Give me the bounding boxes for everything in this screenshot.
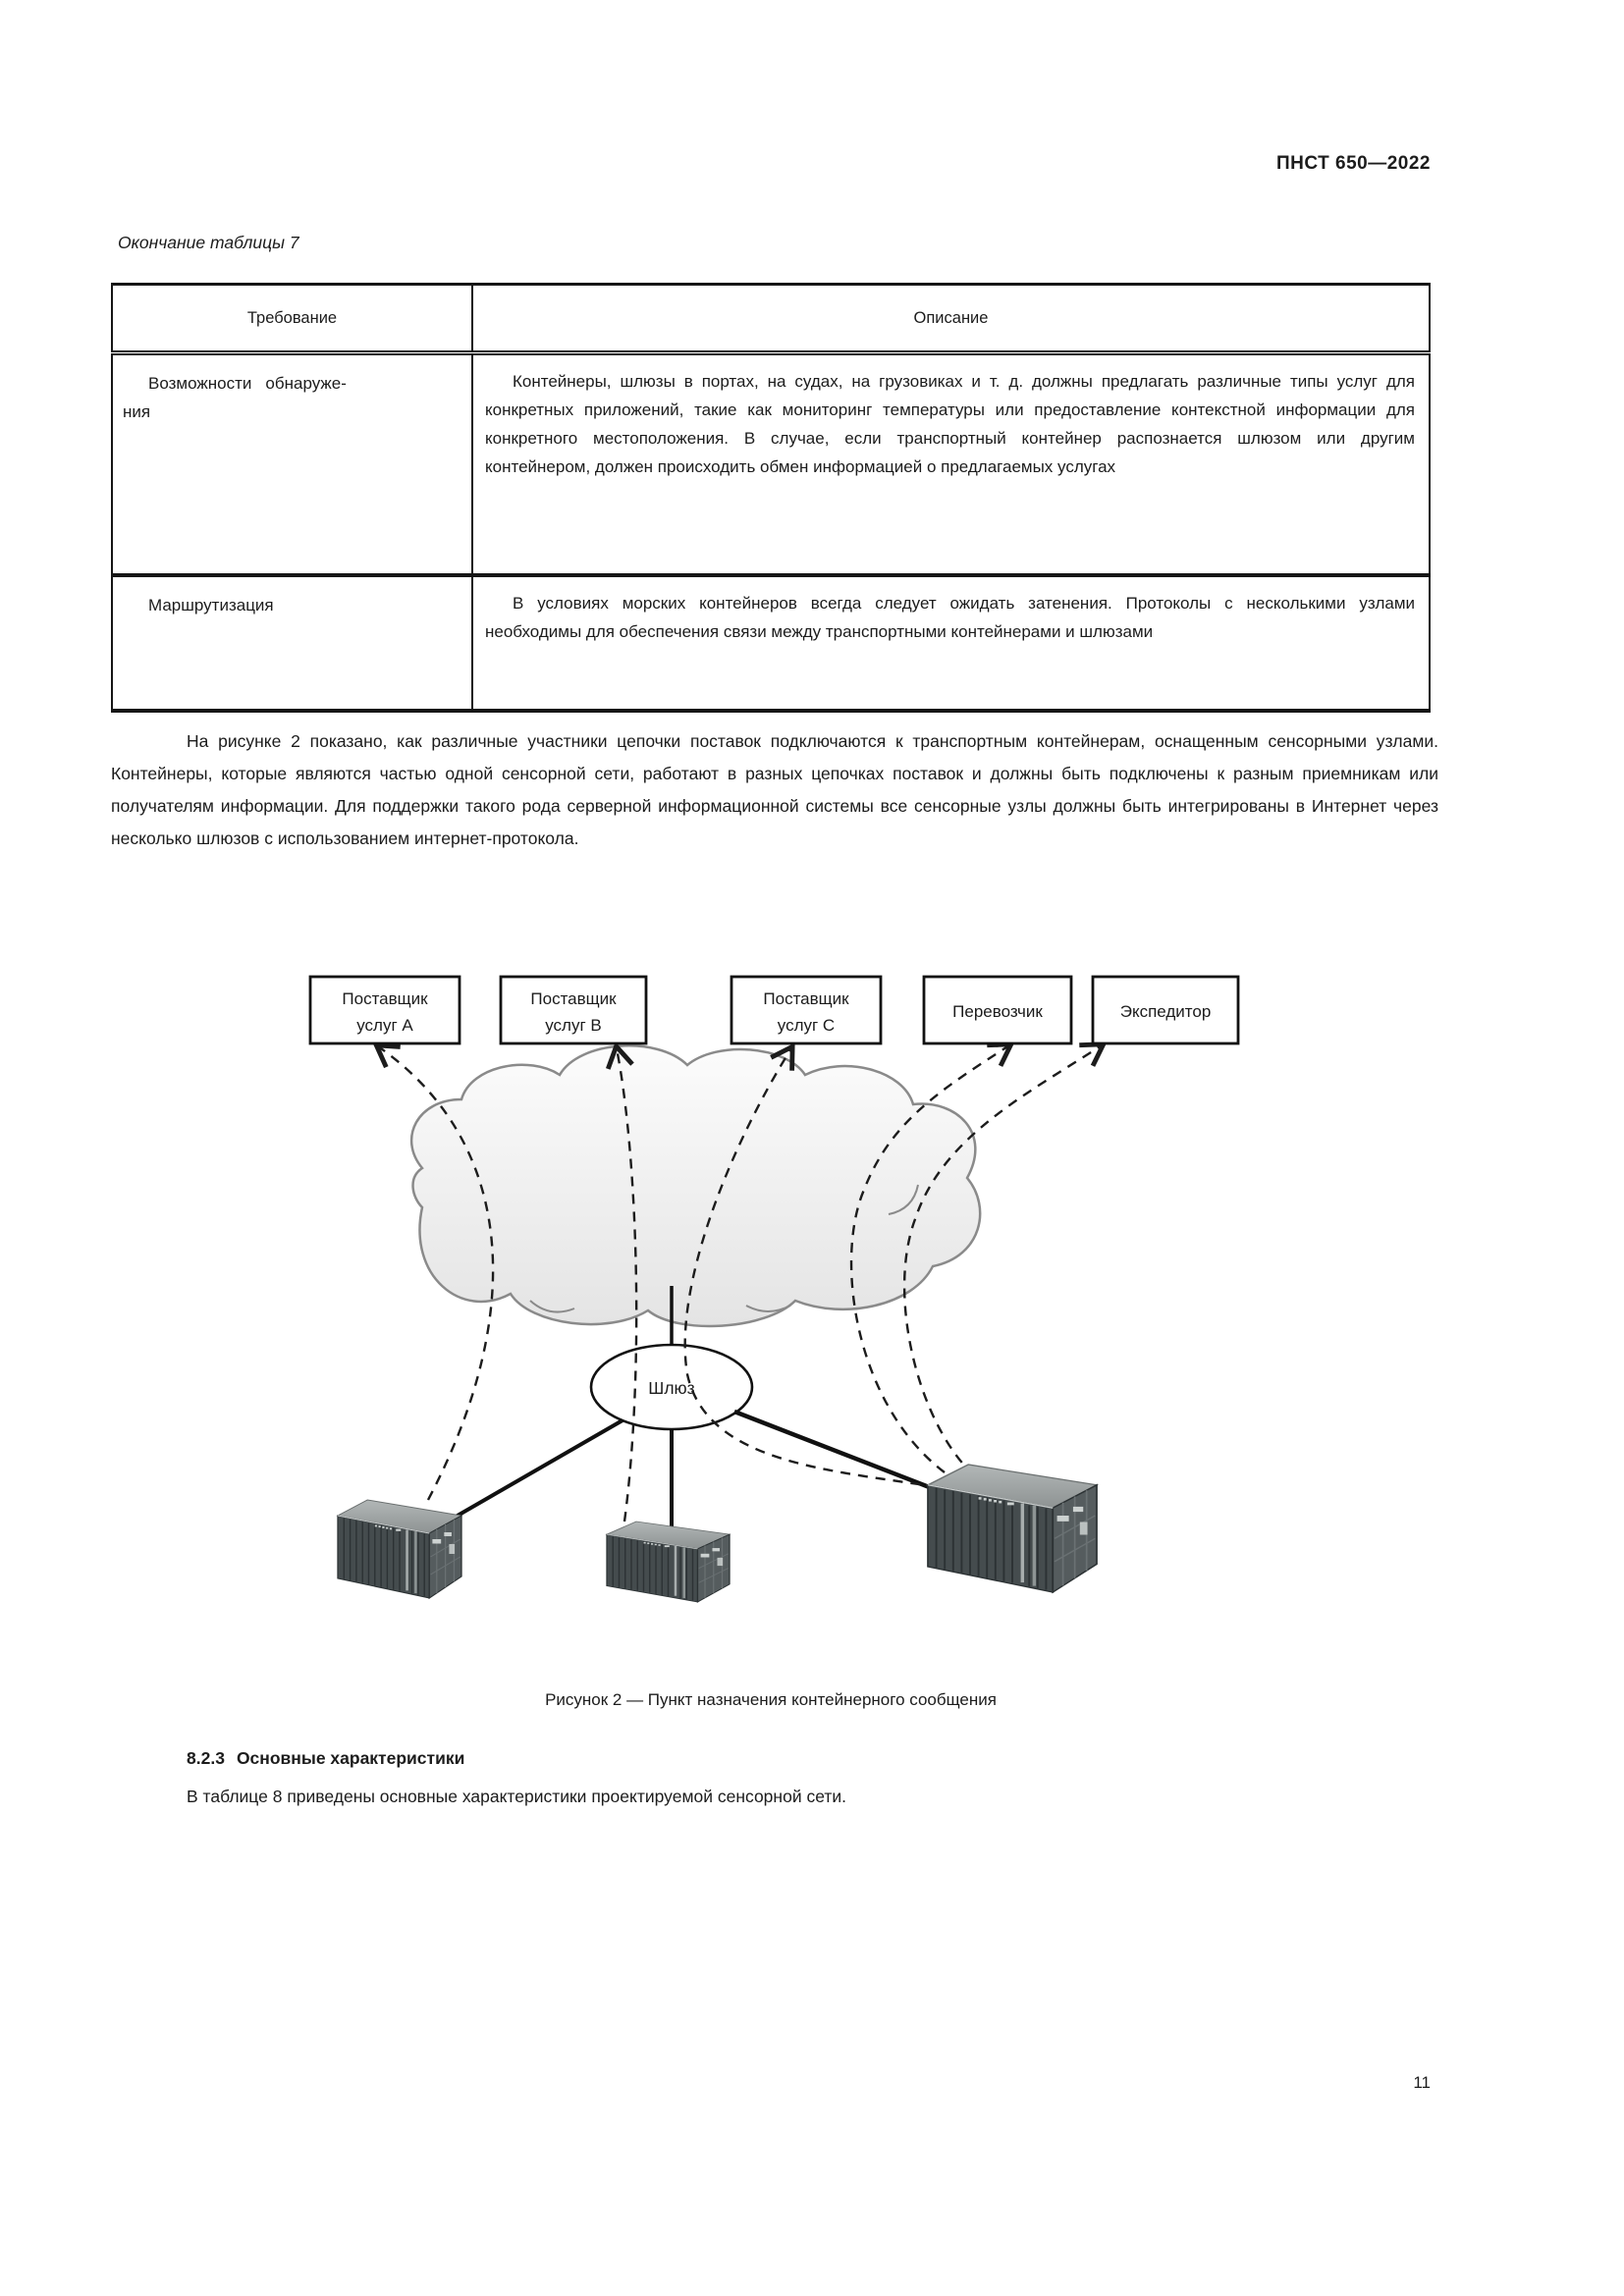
column-header-description: Описание xyxy=(472,284,1430,355)
figure-2-diagram: Поставщик услуг A Поставщик услуг B Пост… xyxy=(308,975,1240,1603)
requirement-cell: Возможности обнаруже- ния xyxy=(112,352,473,577)
box-provider-a xyxy=(308,975,461,1045)
box-provider-b-label-line1: Поставщик xyxy=(530,989,617,1008)
running-header: ПНСТ 650—2022 xyxy=(1276,153,1431,174)
table-row: Возможности обнаруже- ния Контейнеры, шл… xyxy=(112,352,1430,577)
description-cell: Контейнеры, шлюзы в портах, на судах, на… xyxy=(472,352,1430,577)
box-provider-c xyxy=(730,975,883,1045)
shipping-container-right xyxy=(927,1464,1098,1593)
page-number: 11 xyxy=(1413,2073,1431,2092)
box-provider-c-label-line1: Поставщик xyxy=(763,989,849,1008)
route-to-forwarder xyxy=(902,1041,1108,1476)
section-title: Основные характеристики xyxy=(236,1748,465,1768)
gateway-left-container-link xyxy=(443,1418,623,1525)
box-carrier xyxy=(922,975,1073,1045)
box-provider-c-label-line2: услуг C xyxy=(778,1016,835,1035)
shipping-container-middle xyxy=(606,1521,731,1603)
box-provider-b xyxy=(499,975,648,1045)
box-provider-b-label-line2: услуг B xyxy=(545,1016,602,1035)
box-forwarder xyxy=(1091,975,1240,1045)
requirements-table: Требование Описание Возможности обнаруже… xyxy=(111,283,1431,713)
box-provider-a-label-line2: услуг A xyxy=(356,1016,413,1035)
requirement-cell: Маршрутизация xyxy=(112,575,473,711)
gateway-label: Шлюз xyxy=(648,1378,694,1398)
table-header-row: Требование Описание xyxy=(112,284,1430,355)
figure-intro-paragraph: На рисунке 2 показано, как различные уча… xyxy=(111,731,1438,848)
section-number: 8.2.3 xyxy=(187,1748,225,1768)
section-intro-paragraph: В таблице 8 приведены основные характери… xyxy=(187,1787,847,1806)
figure-caption: Рисунок 2 — Пункт назначения контейнерно… xyxy=(545,1690,997,1709)
network-cloud xyxy=(410,1044,982,1328)
table-continuation-label: Окончание таблицы 7 xyxy=(118,233,299,252)
section-heading: 8.2.3 Основные характеристики xyxy=(187,1748,464,1769)
box-forwarder-label: Экспедитор xyxy=(1120,1002,1212,1021)
dashed-routes xyxy=(372,1041,1108,1522)
table-row: Маршрутизация В условиях морских контейн… xyxy=(112,575,1430,711)
box-provider-a-label-line1: Поставщик xyxy=(342,989,428,1008)
route-to-provider-c xyxy=(683,1042,939,1489)
actor-boxes: Поставщик услуг A Поставщик услуг B Пост… xyxy=(308,975,1240,1045)
shipping-container-left xyxy=(337,1499,462,1599)
description-cell: В условиях морских контейнеров всегда сл… xyxy=(485,594,1415,641)
column-header-requirement: Требование xyxy=(112,284,473,355)
route-to-carrier xyxy=(849,1041,1015,1473)
box-carrier-label: Перевозчик xyxy=(952,1002,1043,1021)
route-to-provider-b xyxy=(606,1041,638,1522)
